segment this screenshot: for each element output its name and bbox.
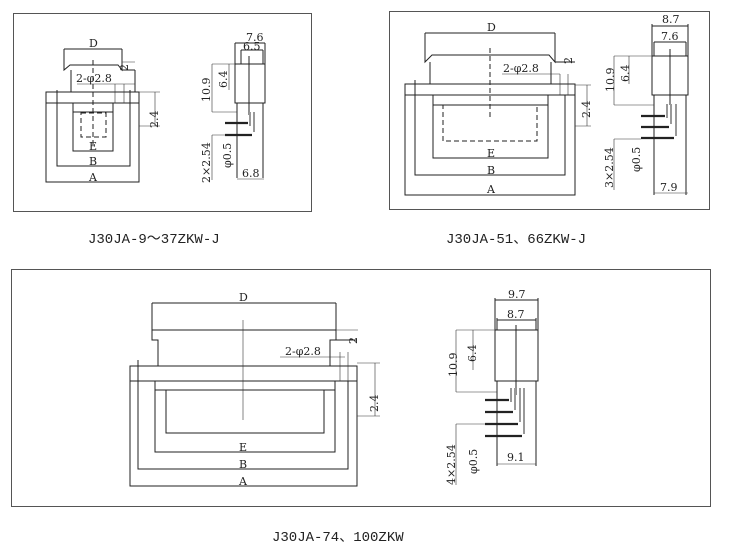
side-view: 8.7 7.6 10.9 6.4 3×2.54 φ0.5 7.9	[603, 13, 689, 195]
dim-B: B	[89, 155, 97, 168]
dim-hole: 2-φ2.8	[76, 72, 112, 85]
dim-E: E	[89, 140, 97, 153]
dim-thickness: 2.4	[580, 101, 593, 119]
dim-pin-diameter: φ0.5	[221, 143, 234, 168]
panel-2: D 2-φ2.8 2 2.4 E B A 8.7 7.6 10.9 6.4 3×…	[389, 11, 710, 248]
dim-width-inner: 8.7	[507, 308, 525, 321]
dim-width-inner: 6.5	[243, 40, 261, 53]
front-view: D 2-φ2.8 2 2.4 E B A	[129, 291, 381, 488]
dim-2: 2	[347, 337, 360, 344]
dim-height-total: 10.9	[604, 68, 617, 93]
dim-D: D	[89, 37, 98, 50]
dim-E: E	[487, 147, 495, 160]
dim-D: D	[487, 21, 496, 34]
panel-caption: J30JA-9～37ZKW-J	[88, 232, 220, 248]
dim-D: D	[239, 291, 248, 304]
dim-width-outer: 9.7	[508, 288, 526, 301]
panel-caption: J30JA-51、66ZKW-J	[446, 232, 586, 248]
dim-A: A	[486, 183, 496, 196]
panel-frame	[13, 13, 312, 212]
panel-3: D 2-φ2.8 2 2.4 E B A 9.7 8.7 10.9 6.4 4×…	[11, 269, 711, 546]
panel-frame	[11, 269, 711, 507]
dim-A: A	[238, 475, 248, 488]
dim-hole: 2-φ2.8	[503, 62, 539, 75]
dim-pin-pitch: 2×2.54	[200, 142, 213, 183]
dim-A: A	[88, 171, 98, 184]
dim-2: 2	[118, 64, 131, 71]
dim-width-bottom: 9.1	[507, 451, 525, 464]
dim-height-total: 10.9	[200, 78, 213, 103]
panel-frame	[389, 11, 710, 210]
dim-width-bottom: 7.9	[660, 181, 678, 194]
panel-caption: J30JA-74、100ZKW	[272, 530, 404, 546]
dim-thickness: 2.4	[148, 111, 161, 129]
dim-pin-diameter: φ0.5	[467, 449, 480, 474]
side-view: 9.7 8.7 10.9 6.4 4×2.54 φ0.5 9.1	[445, 288, 539, 485]
panel-1: D 2-φ2.8 2 2.4 E B A 7.6 6.5 10.9 6.4 2×…	[13, 13, 312, 248]
dim-height-body: 6.4	[217, 71, 230, 89]
dim-height-total: 10.9	[447, 353, 460, 378]
dim-width-outer: 8.7	[662, 13, 680, 26]
dim-width-inner: 7.6	[661, 30, 679, 43]
dim-width-bottom: 6.8	[242, 167, 260, 180]
dim-height-body: 6.4	[619, 65, 632, 83]
dim-pin-pitch: 4×2.54	[445, 444, 458, 485]
dim-width-outer: 7.6	[246, 31, 264, 44]
dim-B: B	[487, 164, 495, 177]
dim-E: E	[239, 441, 247, 454]
dim-pin-pitch: 3×2.54	[603, 147, 616, 188]
dim-2: 2	[562, 57, 575, 64]
side-view: 7.6 6.5 10.9 6.4 2×2.54 φ0.5 6.8	[200, 31, 266, 183]
dim-pin-diameter: φ0.5	[630, 147, 643, 172]
front-view: D 2-φ2.8 2 2.4 E B A	[45, 37, 161, 184]
front-view: D 2-φ2.8 2 2.4 E B A	[404, 21, 593, 196]
dim-height-body: 6.4	[466, 345, 479, 363]
dim-thickness: 2.4	[368, 395, 381, 413]
dim-hole: 2-φ2.8	[285, 345, 321, 358]
dim-B: B	[239, 458, 247, 471]
